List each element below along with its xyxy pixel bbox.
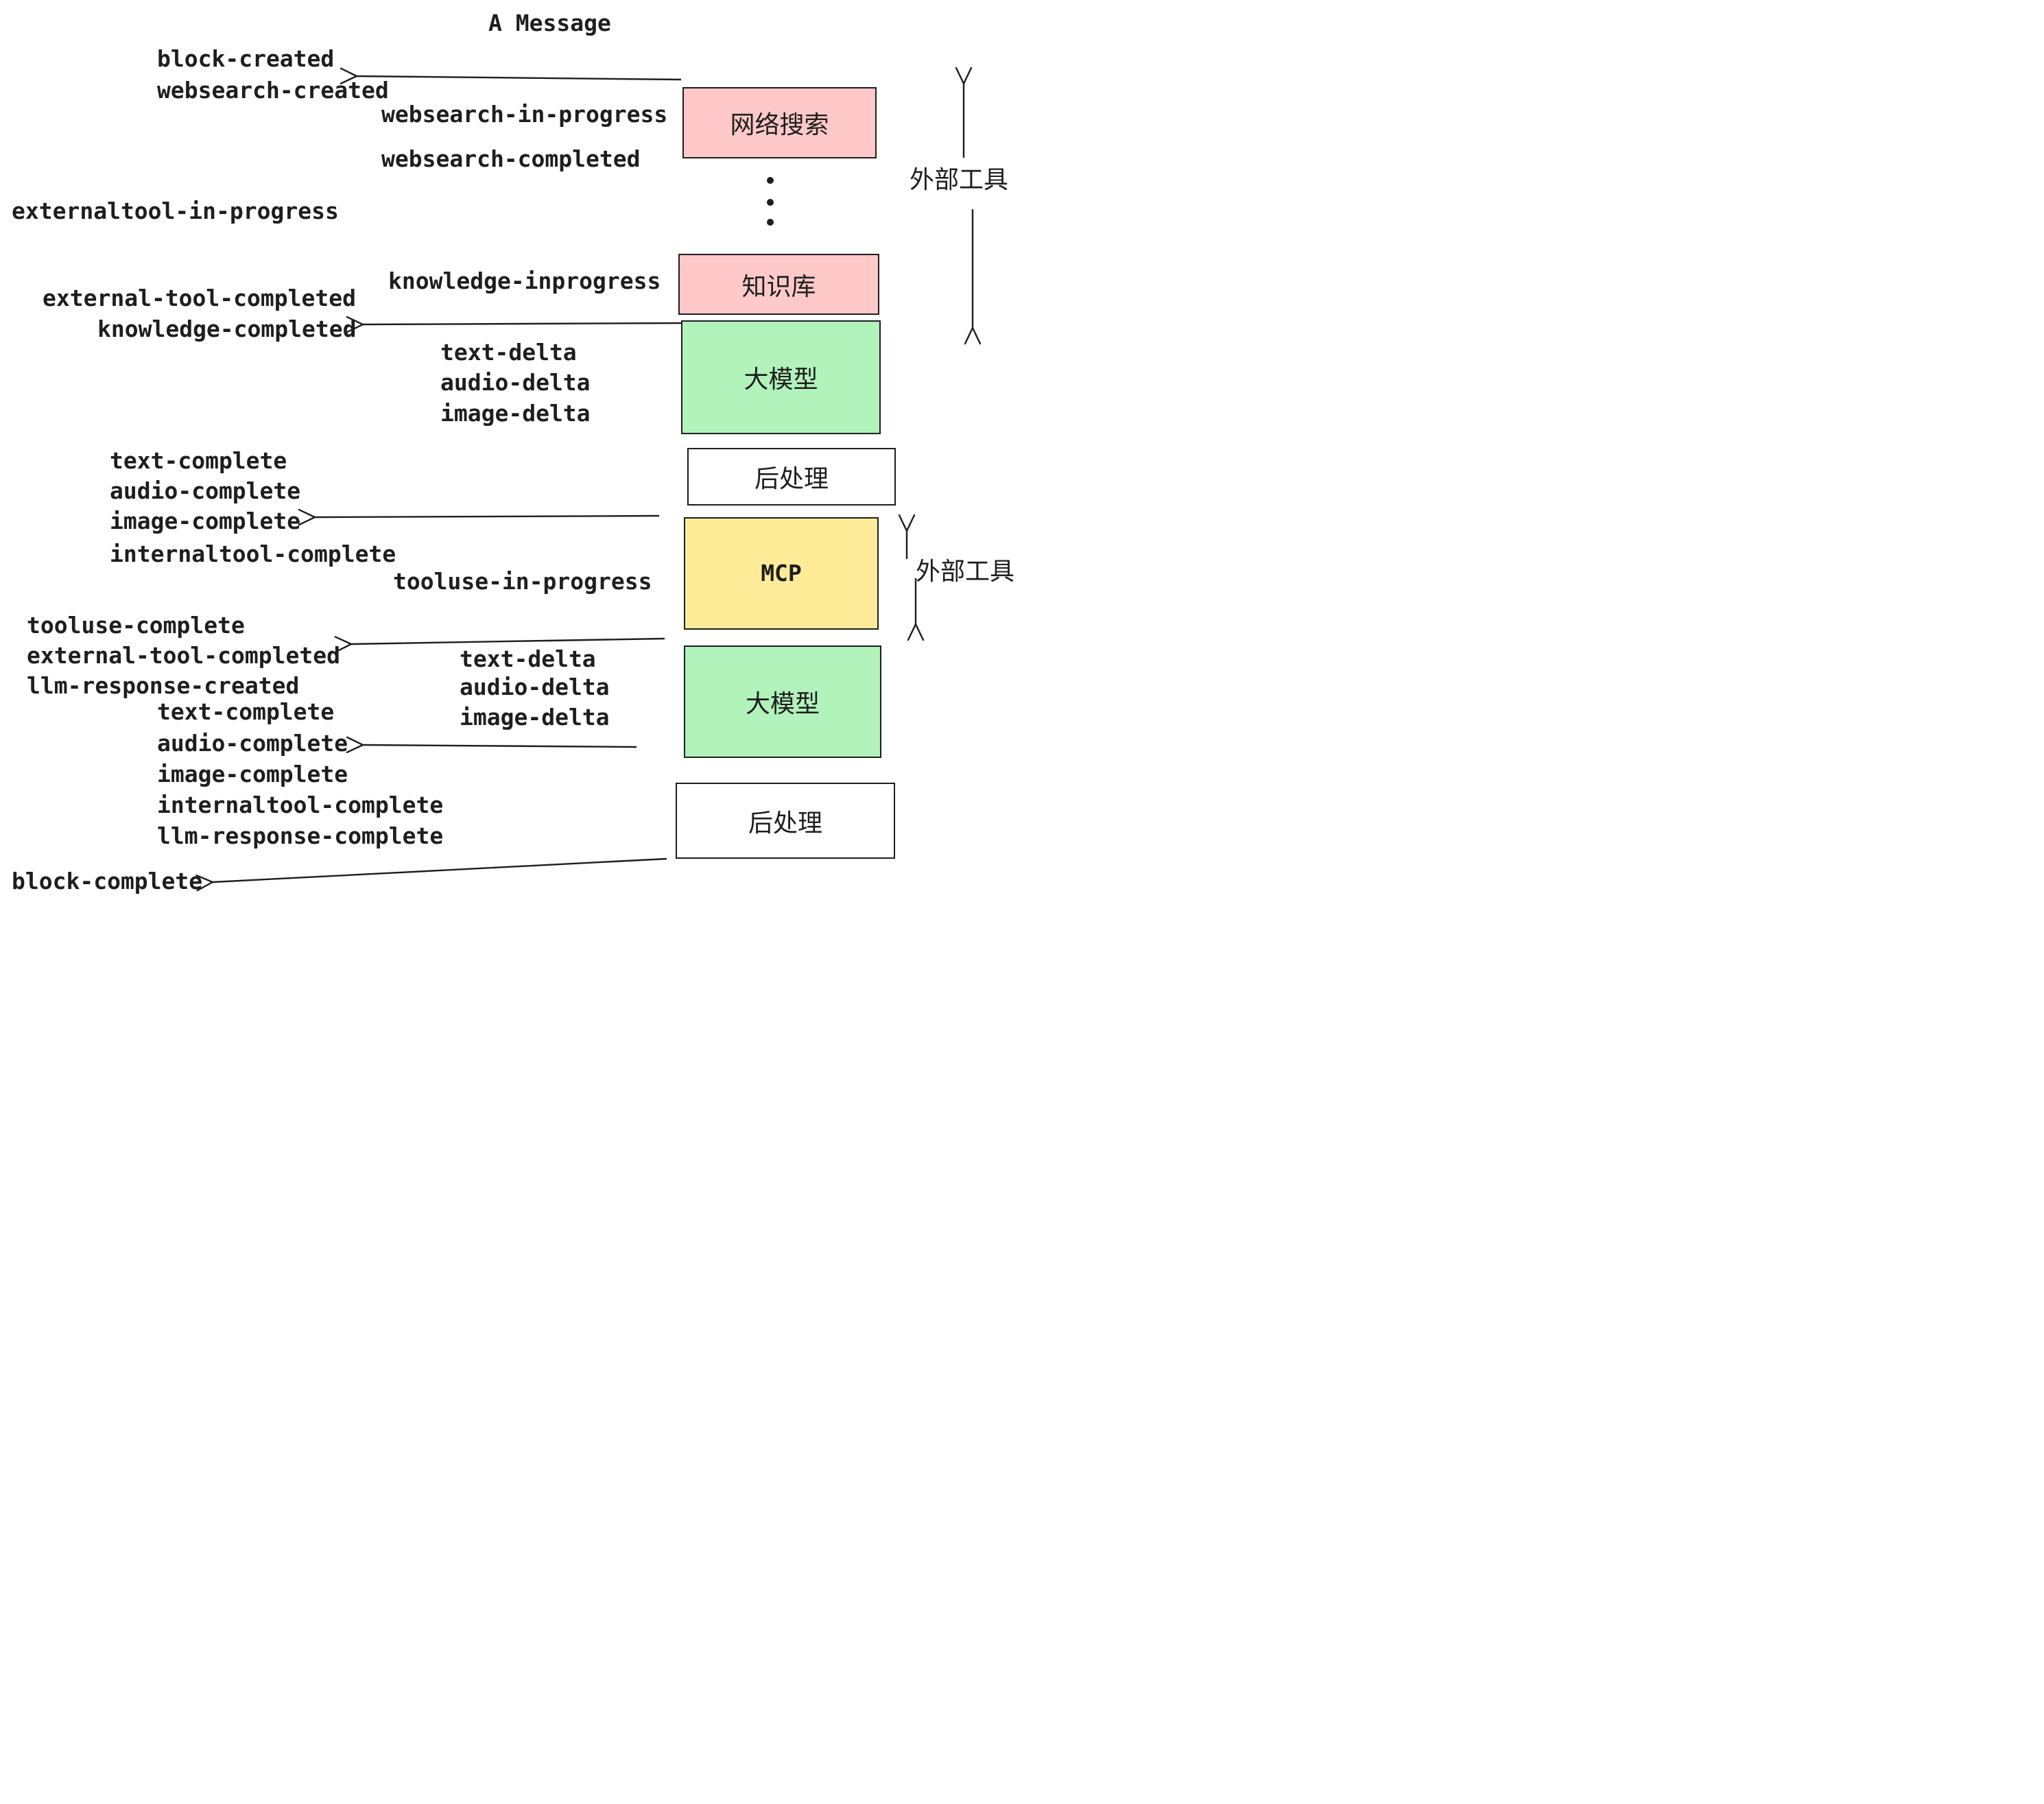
box-knowledge-label: 知识库 (741, 272, 816, 301)
event-label-external-tool-completed-2: external-tool-completed (27, 642, 340, 669)
event-label-audio-complete-2: audio-complete (157, 730, 348, 757)
event-label-llm-response-complete: llm-response-complete (157, 822, 444, 849)
box-llm-1: 大模型 (681, 320, 881, 434)
event-label-image-complete-2: image-complete (157, 761, 348, 787)
event-label-tooluse-complete: tooluse-complete (27, 612, 245, 639)
event-label-text-complete-2: text-complete (157, 698, 335, 725)
event-label-external-tool-completed: external-tool-completed (43, 285, 356, 311)
event-label-block-complete: block-complete (12, 868, 203, 894)
arrow-tooluse-complete-icon (334, 636, 665, 653)
event-label-text-complete-1: text-complete (110, 447, 287, 474)
side-label-external-tools-lower: 外部工具 (916, 558, 1015, 586)
event-label-audio-delta-2: audio-delta (460, 674, 610, 700)
event-label-text-delta-1: text-delta (440, 339, 577, 366)
event-label-audio-delta-1: audio-delta (440, 369, 591, 396)
box-mcp: MCP (684, 517, 879, 630)
event-label-image-delta-2: image-delta (460, 704, 610, 731)
event-label-image-complete-1: image-complete (110, 508, 301, 534)
arrow-websearch-created-icon (340, 67, 682, 84)
event-label-image-delta-1: image-delta (440, 400, 591, 427)
box-websearch: 网络搜索 (682, 87, 877, 158)
box-postprocess-2: 后处理 (676, 783, 895, 859)
box-knowledge: 知识库 (678, 254, 879, 315)
box-mcp-label: MCP (761, 560, 802, 586)
diagram-page: { "diagram": { "title": "A Message", "co… (0, 0, 1022, 902)
box-postprocess-1: 后处理 (687, 448, 896, 506)
box-llm-2: 大模型 (684, 645, 881, 758)
event-label-websearch-in-progress: websearch-in-progress (381, 101, 668, 128)
event-label-internaltool-complete-2: internaltool-complete (157, 792, 444, 818)
event-label-externaltool-in-progress: externaltool-in-progress (12, 198, 339, 224)
box-postprocess-1-label: 后处理 (754, 465, 829, 493)
event-label-block-created: block-created (157, 45, 335, 72)
page-title: A Message (488, 10, 611, 36)
box-llm-1-label: 大模型 (744, 366, 818, 394)
event-label-text-delta-2: text-delta (460, 645, 596, 672)
event-label-websearch-created: websearch-created (157, 77, 389, 104)
event-label-knowledge-inprogress: knowledge-inprogress (388, 268, 661, 294)
event-label-websearch-completed: websearch-completed (381, 145, 641, 172)
arrow-block-complete-icon (195, 857, 667, 892)
side-label-external-tools-upper: 外部工具 (910, 166, 1009, 194)
arrow-image-complete-icon (298, 508, 660, 526)
box-llm-2-label: 大模型 (745, 690, 820, 718)
event-label-knowledge-completed: knowledge-completed (97, 316, 357, 342)
arrow-audio-complete-icon (346, 736, 637, 754)
box-websearch-label: 网络搜索 (730, 111, 829, 139)
box-postprocess-2-label: 后处理 (748, 809, 822, 838)
arrow-knowledge-completed-icon (346, 316, 683, 333)
event-label-llm-response-created: llm-response-created (27, 672, 300, 699)
event-label-internaltool-complete-1: internaltool-complete (110, 541, 396, 567)
ellipsis-dots-icon (767, 177, 774, 226)
event-label-audio-complete-1: audio-complete (110, 477, 301, 504)
event-label-tooluse-in-progress: tooluse-in-progress (393, 568, 652, 595)
